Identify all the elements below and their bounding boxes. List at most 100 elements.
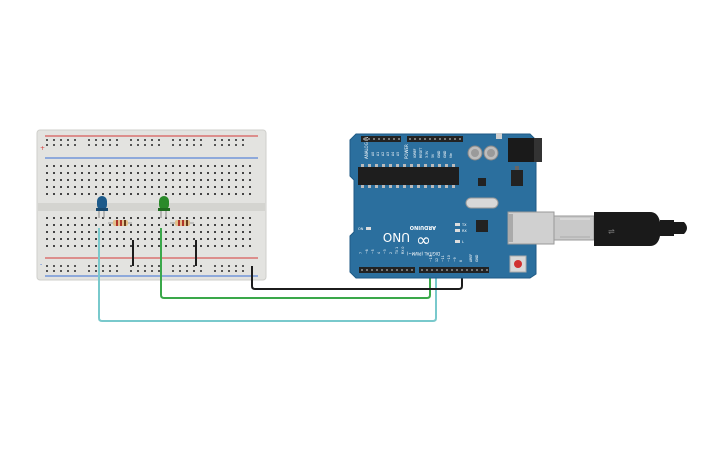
rail-hole: [235, 144, 237, 146]
terminal-hole: [200, 172, 202, 174]
rail-hole: [67, 270, 69, 272]
terminal-hole: [242, 172, 244, 174]
rail-hole: [200, 270, 202, 272]
terminal-hole: [81, 179, 83, 181]
terminal-hole: [172, 186, 174, 188]
power-pin-label: RESET: [419, 148, 423, 158]
terminal-hole: [221, 186, 223, 188]
terminal-hole: [228, 231, 230, 233]
rail-hole: [186, 139, 188, 141]
terminal-hole: [95, 224, 97, 226]
terminal-hole: [130, 224, 132, 226]
header-pin: [456, 269, 458, 271]
terminal-hole: [60, 224, 62, 226]
chip-pin: [431, 185, 434, 188]
terminal-hole: [221, 179, 223, 181]
terminal-hole: [60, 231, 62, 233]
terminal-hole: [228, 238, 230, 240]
rail-hole: [214, 265, 216, 267]
on-label: ON: [358, 227, 364, 231]
on-led: [366, 227, 371, 230]
terminal-hole: [235, 238, 237, 240]
power-pin-label: IOREF: [413, 148, 417, 158]
header-pin: [409, 138, 411, 140]
terminal-hole: [109, 172, 111, 174]
header-pin: [371, 269, 373, 271]
wire-black[interactable]: [251, 266, 463, 290]
digital-pin-label: ~9: [453, 257, 457, 262]
analog-pin-label: A2: [381, 152, 385, 156]
breadboard-holes: [46, 139, 251, 272]
terminal-hole: [207, 186, 209, 188]
terminal-hole: [221, 245, 223, 247]
chip-pin: [375, 164, 378, 167]
terminal-hole: [221, 224, 223, 226]
terminal-hole: [116, 231, 118, 233]
terminal-hole: [137, 231, 139, 233]
chip-pin: [438, 185, 441, 188]
terminal-hole: [179, 186, 181, 188]
small-ic: [478, 178, 486, 186]
terminal-hole: [165, 238, 167, 240]
rail-hole: [186, 265, 188, 267]
terminal-hole: [116, 172, 118, 174]
header-pin: [459, 138, 461, 140]
digital-header-right[interactable]: [419, 267, 489, 273]
terminal-hole: [102, 238, 104, 240]
chip-pin: [396, 164, 399, 167]
terminal-hole: [228, 193, 230, 195]
terminal-hole: [144, 165, 146, 167]
terminal-hole: [88, 172, 90, 174]
wire-cyan[interactable]: [98, 228, 437, 322]
chip-pin: [382, 185, 385, 188]
analog-header[interactable]: [361, 136, 401, 142]
terminal-hole: [95, 231, 97, 233]
terminal-hole: [165, 193, 167, 195]
reset-header-small: [496, 133, 502, 139]
chip-pin: [445, 164, 448, 167]
rail-hole: [179, 270, 181, 272]
terminal-hole: [46, 179, 48, 181]
terminal-hole: [109, 193, 111, 195]
terminal-hole: [60, 217, 62, 219]
terminal-hole: [102, 193, 104, 195]
chip-pin: [452, 164, 455, 167]
usb-cable[interactable]: ⇌: [553, 212, 687, 246]
terminal-hole: [221, 172, 223, 174]
rail-hole: [221, 265, 223, 267]
resistor-2[interactable]: [170, 220, 194, 226]
terminal-hole: [123, 217, 125, 219]
rail-hole: [151, 270, 153, 272]
wire-green[interactable]: [160, 228, 431, 299]
rail-hole: [88, 144, 90, 146]
resistor-1[interactable]: [108, 220, 132, 226]
terminal-hole: [235, 245, 237, 247]
digital-pin-label: RX 0: [401, 247, 405, 254]
breadboard[interactable]: + -: [36, 129, 267, 281]
dc-power-jack[interactable]: [508, 138, 542, 162]
chip-pin: [403, 164, 406, 167]
terminal-hole: [179, 165, 181, 167]
reset-button[interactable]: [509, 255, 527, 273]
terminal-hole: [102, 245, 104, 247]
chip-pin: [396, 185, 399, 188]
header-pin: [386, 269, 388, 271]
power-pin-label: GND: [443, 150, 447, 158]
chip-pin: [424, 185, 427, 188]
terminal-hole: [130, 238, 132, 240]
rail-hole: [193, 270, 195, 272]
terminal-hole: [116, 217, 118, 219]
terminal-hole: [214, 186, 216, 188]
blue-led[interactable]: [96, 196, 108, 218]
terminal-hole: [158, 179, 160, 181]
chip-pin: [403, 185, 406, 188]
usb-chip: [476, 220, 488, 232]
green-led[interactable]: [158, 196, 170, 218]
usb-port[interactable]: [507, 211, 555, 245]
terminal-hole: [249, 245, 251, 247]
terminal-hole: [172, 179, 174, 181]
atmega-chip: [358, 164, 459, 188]
terminal-hole: [165, 186, 167, 188]
